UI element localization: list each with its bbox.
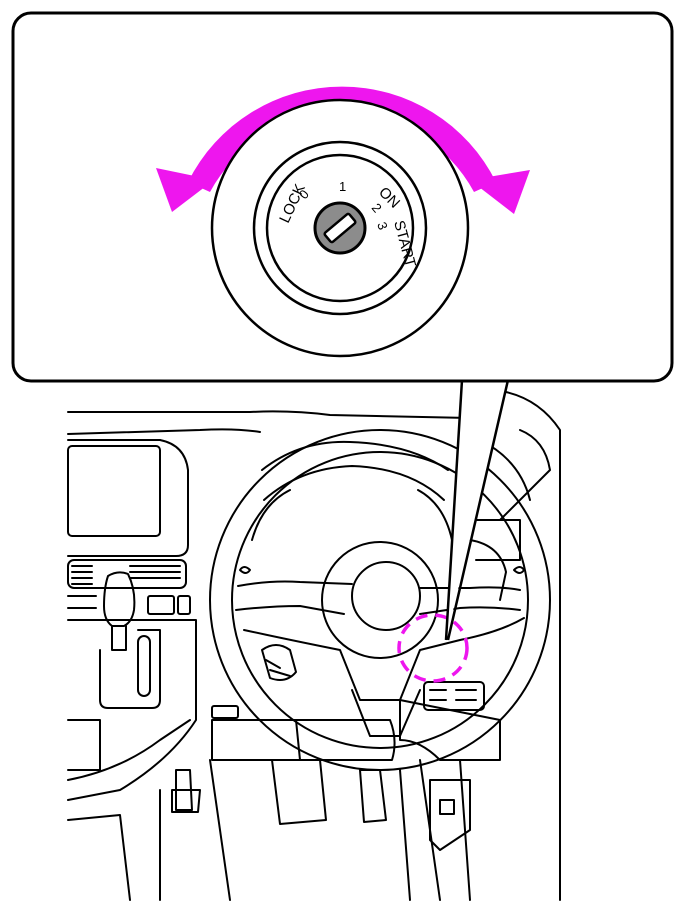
gear-shift-panel [99,629,161,709]
center-air-vent [67,559,187,589]
start-position-number: 3 [374,220,391,232]
ignition-location-highlight-circle [397,613,469,683]
steering-wheel-hub [321,541,439,659]
console-button [147,595,175,615]
steering-lower-spoke [243,617,525,701]
display-housing [67,439,189,557]
right-air-vent [469,539,507,601]
accelerator-pedal [359,769,387,823]
rotation-arrow [156,86,530,214]
meter-hood [261,440,449,471]
door-frame [505,391,561,901]
right-lower-panel [429,779,471,851]
lower-dash-panel [211,719,396,761]
center-display-screen [67,445,161,537]
dashboard-top-edge [67,410,471,419]
horn-pad [351,561,421,631]
steering-left-controls [261,644,297,681]
callout-pointer [444,379,510,641]
gear-shift-knob [103,571,136,627]
rotation-arrow-head-right [470,170,530,214]
brake-pedal [271,759,327,825]
steering-wheel-rim-inner [231,451,529,749]
steering-right-controls [423,681,485,711]
acc-position-number: 1 [339,179,346,194]
steering-wheel-rim-outer [209,429,551,771]
key-slot [323,212,357,244]
rotation-arrow-head-left [156,168,214,212]
pedal-left [175,769,193,811]
dashboard-illustration [67,391,561,901]
